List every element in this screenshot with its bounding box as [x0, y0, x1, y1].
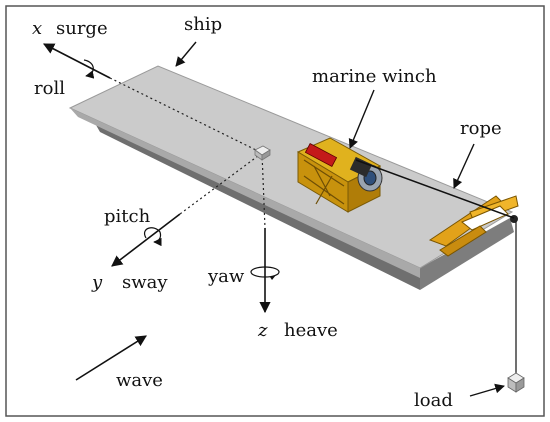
surge-label: surge	[56, 18, 108, 39]
body-axes-dotted	[109, 77, 266, 229]
winch-callout-arrow	[348, 89, 375, 149]
heave-label: heave	[284, 320, 338, 341]
rope-label: rope	[460, 118, 502, 139]
x-axis-arrow	[43, 43, 111, 79]
wave-direction-arrow	[75, 335, 147, 381]
yaw-label: yaw	[207, 266, 245, 287]
roll-rotation-icon	[83, 59, 95, 79]
pitch-label: pitch	[104, 206, 151, 227]
ship-hull	[68, 65, 514, 290]
pitch-rotation-icon	[144, 227, 162, 247]
sway-label: sway	[122, 272, 168, 293]
y-axis-label: y	[91, 272, 103, 293]
center-point-cube	[254, 145, 271, 161]
ship-callout-arrow	[175, 41, 197, 67]
yaw-rotation-icon	[250, 266, 280, 278]
ship-label: ship	[184, 14, 222, 35]
rope-callout-arrow	[453, 143, 475, 189]
marine-winch-label: marine winch	[312, 66, 437, 87]
yaw-rotation-arrowhead	[270, 275, 276, 280]
stern-a-frame	[428, 195, 519, 257]
y-axis-arrow	[111, 213, 181, 267]
wave-label: wave	[116, 370, 163, 391]
load-callout-arrow	[469, 383, 505, 397]
marine-winch	[296, 137, 383, 213]
x-axis-label: x	[32, 18, 42, 39]
rope-line	[355, 159, 515, 219]
z-axis-label: z	[257, 320, 268, 341]
figure-frame	[5, 5, 545, 417]
load-label: load	[414, 390, 453, 411]
load-cube	[507, 372, 525, 393]
roll-label: roll	[34, 78, 65, 99]
